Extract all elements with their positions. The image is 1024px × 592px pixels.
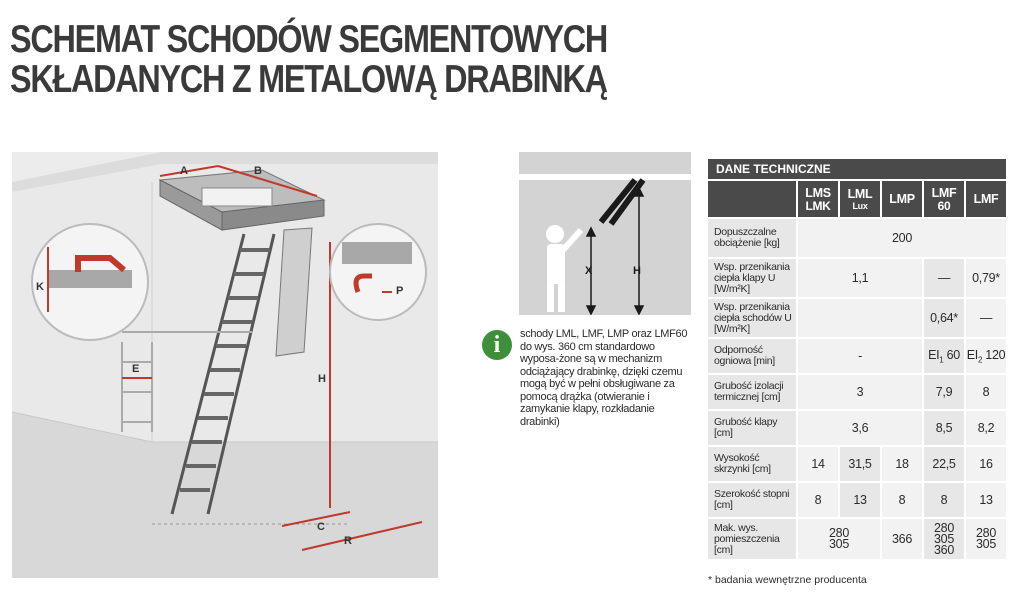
table-cell: 8,5 bbox=[924, 411, 964, 445]
table-cell: EI1 60 bbox=[924, 339, 964, 373]
table-cell: - bbox=[798, 339, 922, 373]
row-label: Szerokość stopni [cm] bbox=[708, 483, 796, 517]
table-cell: 0,64* bbox=[924, 299, 964, 337]
footnote: * badania wewnętrzne producenta bbox=[708, 574, 867, 586]
table-cell: 8 bbox=[882, 483, 922, 517]
info-note: i schody LML, LMF, LMP oraz LMF60 do wys… bbox=[482, 328, 696, 428]
title-line-1: SCHEMAT SCHODÓW SEGMENTOWYCH bbox=[10, 18, 608, 61]
table-cell: — bbox=[924, 259, 964, 297]
row-label: Grubość izolacji termicznej [cm] bbox=[708, 375, 796, 409]
table-cell: EI2 120 bbox=[966, 339, 1007, 373]
person-icon bbox=[546, 225, 584, 312]
column-header: LMP bbox=[882, 181, 922, 217]
table-cell: 8 bbox=[924, 483, 964, 517]
table-cell: 366 bbox=[882, 519, 922, 559]
row-label: Odporność ogniowa [min] bbox=[708, 339, 796, 373]
table-cell: 13 bbox=[840, 483, 880, 517]
table-cell: 200 bbox=[798, 219, 1007, 257]
ladder-icon bbox=[598, 178, 646, 226]
row-label: Wsp. przenikania ciepła klapy U [W/m²K] bbox=[708, 259, 796, 297]
table-cell: 16 bbox=[966, 447, 1007, 481]
row-label: Grubość klapy [cm] bbox=[708, 411, 796, 445]
table-cell: 8,2 bbox=[966, 411, 1007, 445]
icon-label-h: H bbox=[633, 265, 641, 277]
label-h: H bbox=[318, 373, 326, 385]
table-cell: 13 bbox=[966, 483, 1007, 517]
page-title: SCHEMAT SCHODÓW SEGMENTOWYCH SKŁADANYCH … bbox=[10, 18, 608, 101]
table-title: DANE TECHNICZNE bbox=[708, 159, 1007, 179]
table-cell: 18 bbox=[882, 447, 922, 481]
title-line-2: SKŁADANYCH Z METALOWĄ DRABINKĄ bbox=[10, 58, 608, 101]
label-c: C bbox=[317, 521, 325, 533]
table-cell: 3,6 bbox=[798, 411, 922, 445]
table-cell: 1,1 bbox=[798, 259, 922, 297]
label-a: A bbox=[180, 165, 188, 177]
icon-label-x: X bbox=[585, 265, 593, 277]
table-cell: 31,5 bbox=[840, 447, 880, 481]
table-cell: — bbox=[966, 299, 1007, 337]
label-p: P bbox=[396, 285, 403, 297]
stairs-diagram: A B E H C R K bbox=[12, 152, 438, 578]
label-k: K bbox=[36, 281, 44, 293]
table-cell: 0,79* bbox=[966, 259, 1007, 297]
row-label: Wsp. przenikania ciepła schodów U [W/m²K… bbox=[708, 299, 796, 337]
column-header: LMF bbox=[966, 181, 1007, 217]
label-b: B bbox=[254, 165, 262, 177]
table-cell: 8 bbox=[798, 483, 838, 517]
info-icon: i bbox=[482, 330, 512, 360]
table-cell: 22,5 bbox=[924, 447, 964, 481]
table-cell: 3 bbox=[798, 375, 922, 409]
table-cell bbox=[798, 299, 922, 337]
label-r: R bbox=[344, 535, 352, 547]
table-cell: 14 bbox=[798, 447, 838, 481]
row-label: Wysokość skrzynki [cm] bbox=[708, 447, 796, 481]
row-label: Dopuszczalne obciążenie [kg] bbox=[708, 219, 796, 257]
table-cell: 7,9 bbox=[924, 375, 964, 409]
table-cell: 8 bbox=[966, 375, 1007, 409]
label-e: E bbox=[132, 363, 139, 375]
row-label: Mak. wys. pomieszczenia [cm] bbox=[708, 519, 796, 559]
height-icon-panel: X H bbox=[519, 152, 691, 315]
info-text: schody LML, LMF, LMP oraz LMF60 do wys. … bbox=[520, 328, 688, 428]
